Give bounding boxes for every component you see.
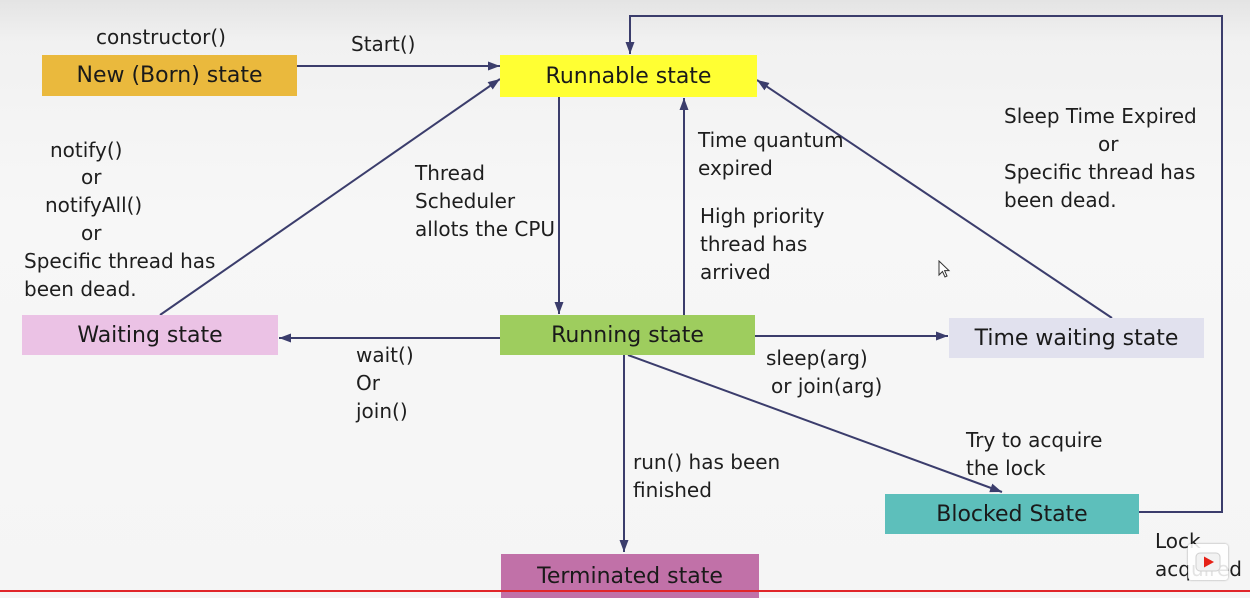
label-allots-cpu: allots the CPU — [415, 217, 556, 241]
label-constructor: constructor() — [96, 25, 226, 49]
label-or: or — [81, 221, 102, 245]
label-or: or — [1098, 132, 1119, 156]
arrow-time-waiting-to-runnable — [756, 79, 1113, 319]
label-start: Start() — [351, 32, 416, 56]
label-been-dead: been dead. — [1004, 188, 1117, 212]
label-or: or — [81, 165, 102, 189]
arrow-waiting-to-runnable — [159, 78, 501, 316]
state-new-born: New (Born) state — [42, 55, 297, 96]
label-high-priority: High priority — [700, 204, 825, 228]
bottom-red-line — [0, 590, 1250, 592]
label-join: join() — [356, 399, 408, 423]
label-thread-has: thread has — [700, 232, 808, 256]
label-arrived: arrived — [700, 260, 771, 284]
state-blocked: Blocked State — [885, 494, 1139, 534]
label-time-quantum: Time quantum — [698, 128, 844, 152]
state-waiting: Waiting state — [22, 315, 278, 355]
label-scheduler: Scheduler — [415, 189, 516, 213]
label-notify-all: notifyAll() — [45, 193, 143, 217]
arrow-blocked-to-runnable — [625, 15, 1223, 513]
arrow-running-to-blocked — [627, 354, 1003, 493]
label-try-acquire: Try to acquire — [966, 428, 1103, 452]
label-finished: finished — [633, 478, 712, 502]
label-specific-thread: Specific thread has — [24, 249, 216, 273]
label-sleep-arg: sleep(arg) — [766, 346, 868, 370]
label-the-lock: the lock — [966, 456, 1046, 480]
label-specific-thread: Specific thread has — [1004, 160, 1196, 184]
label-been-dead: been dead. — [24, 277, 137, 301]
label-wait: wait() — [356, 343, 414, 367]
label-run-has-been: run() has been — [633, 450, 781, 474]
label-expired: expired — [698, 156, 773, 180]
label-sleep-time-expired: Sleep Time Expired — [1004, 104, 1197, 128]
play-icon — [1195, 552, 1221, 572]
state-runnable: Runnable state — [500, 55, 757, 97]
label-or: Or — [356, 371, 380, 395]
channel-watermark-icon[interactable] — [1188, 544, 1228, 580]
state-time-waiting: Time waiting state — [949, 318, 1204, 358]
mouse-cursor-icon — [938, 260, 951, 278]
label-thread: Thread — [415, 161, 485, 185]
label-join-arg: or join(arg) — [771, 374, 883, 398]
label-notify: notify() — [50, 138, 123, 162]
state-running: Running state — [500, 315, 755, 355]
